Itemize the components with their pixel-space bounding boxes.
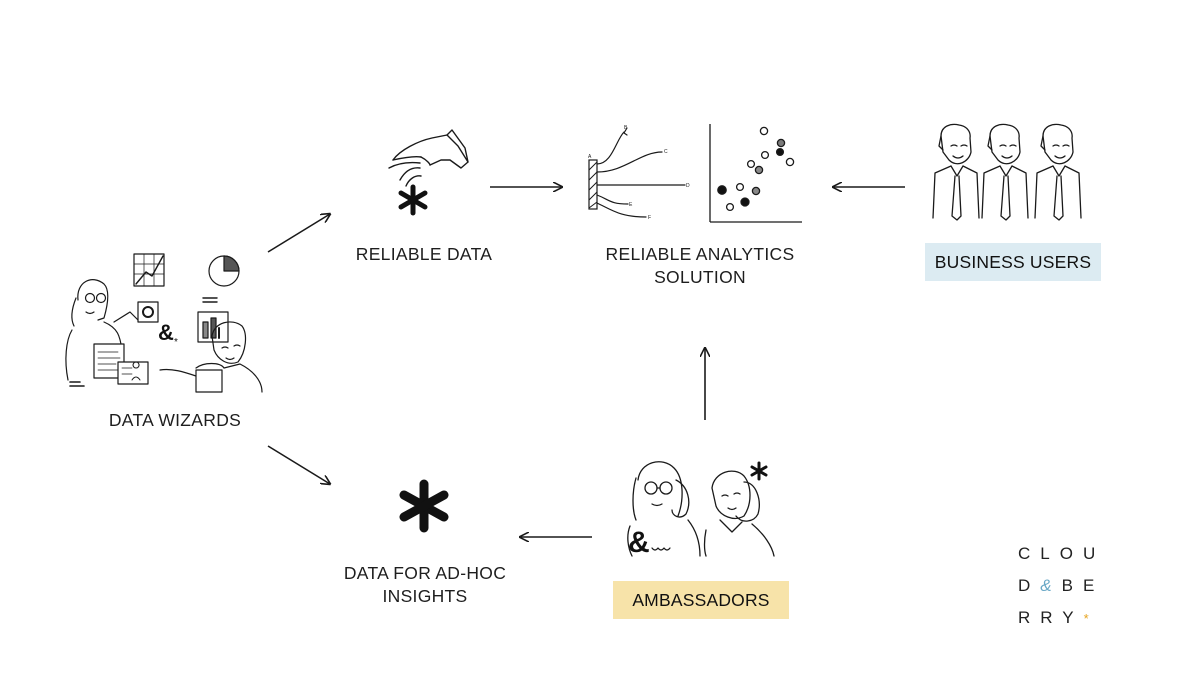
logo-letter-d: D bbox=[1018, 576, 1041, 595]
business-people-icon bbox=[932, 123, 1082, 221]
chart-label-e: E bbox=[629, 202, 633, 208]
arrow-wizards-to-reliable-data bbox=[267, 214, 330, 253]
label-reliable-analytics: RELIABLE ANALYTICS SOLUTION bbox=[580, 243, 820, 289]
scatter-plot-icon bbox=[709, 124, 802, 223]
label-reliable-data: RELIABLE DATA bbox=[355, 244, 493, 264]
logo-letters-rry: RRY bbox=[1018, 608, 1084, 627]
chart-label-b: B bbox=[624, 125, 628, 131]
data-wizards-illustration: & * bbox=[65, 253, 263, 393]
asterisk-icon-large bbox=[399, 479, 449, 533]
hand-icon bbox=[388, 129, 469, 187]
logo-line-2: D&BE bbox=[1018, 570, 1118, 602]
chart-label-d: D bbox=[686, 183, 690, 189]
logo-asterisk: * bbox=[1083, 611, 1099, 626]
arrow-wizards-to-adhoc bbox=[267, 445, 330, 484]
label-ad-hoc: DATA FOR AD-HOC INSIGHTS bbox=[315, 562, 535, 608]
chart-label-f: F bbox=[648, 215, 651, 221]
label-ad-hoc-line2: INSIGHTS bbox=[382, 586, 468, 606]
badge-business-users: BUSINESS USERS bbox=[925, 243, 1101, 281]
logo-line-1: CLOU bbox=[1018, 544, 1106, 563]
svg-text:&: & bbox=[628, 526, 650, 559]
ambassadors-illustration: & bbox=[627, 461, 775, 559]
logo-letters-be: BE bbox=[1061, 576, 1105, 595]
logo-ampersand: & bbox=[1040, 576, 1062, 595]
chart-label-a: A bbox=[588, 154, 592, 160]
badge-ambassadors: AMBASSADORS bbox=[613, 581, 789, 619]
chart-label-c: C bbox=[664, 149, 668, 155]
cloud-and-berry-logo: CLOU D&BE RRY* bbox=[1018, 538, 1118, 635]
label-reliable-analytics-line2: SOLUTION bbox=[654, 267, 746, 287]
label-data-wizards: DATA WIZARDS bbox=[108, 410, 242, 430]
chart-labels: A B C D E F bbox=[588, 125, 690, 221]
logo-line-3: RRY* bbox=[1018, 602, 1118, 635]
analytics-chart-icon bbox=[588, 127, 686, 218]
svg-text:&: & bbox=[158, 320, 174, 345]
asterisk-icon-small bbox=[750, 461, 768, 481]
label-ad-hoc-line1: DATA FOR AD-HOC bbox=[343, 563, 507, 583]
svg-text:*: * bbox=[174, 337, 178, 348]
asterisk-icon bbox=[398, 184, 428, 216]
label-reliable-analytics-line1: RELIABLE ANALYTICS bbox=[605, 244, 795, 264]
